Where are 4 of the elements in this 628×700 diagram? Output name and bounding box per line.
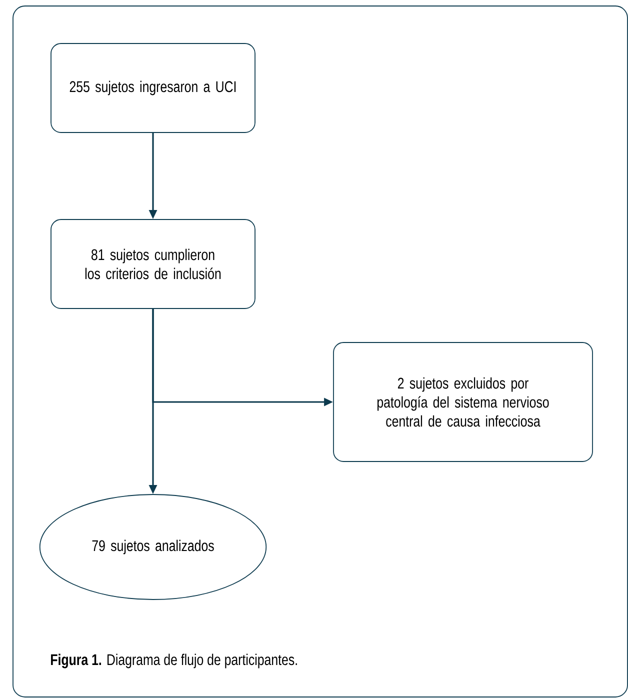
figure-caption: Figura 1. Diagrama de flujo de participantes. bbox=[51, 654, 297, 668]
process-box: 81 sujetos cumplieron los criterios de inclusión bbox=[50, 219, 256, 309]
process-box: 255 sujetos ingresaron a UCI bbox=[50, 43, 256, 133]
process-box: 2 sujetos excluidos por patología del sistema nervioso central de causa infecciosa bbox=[333, 342, 593, 462]
